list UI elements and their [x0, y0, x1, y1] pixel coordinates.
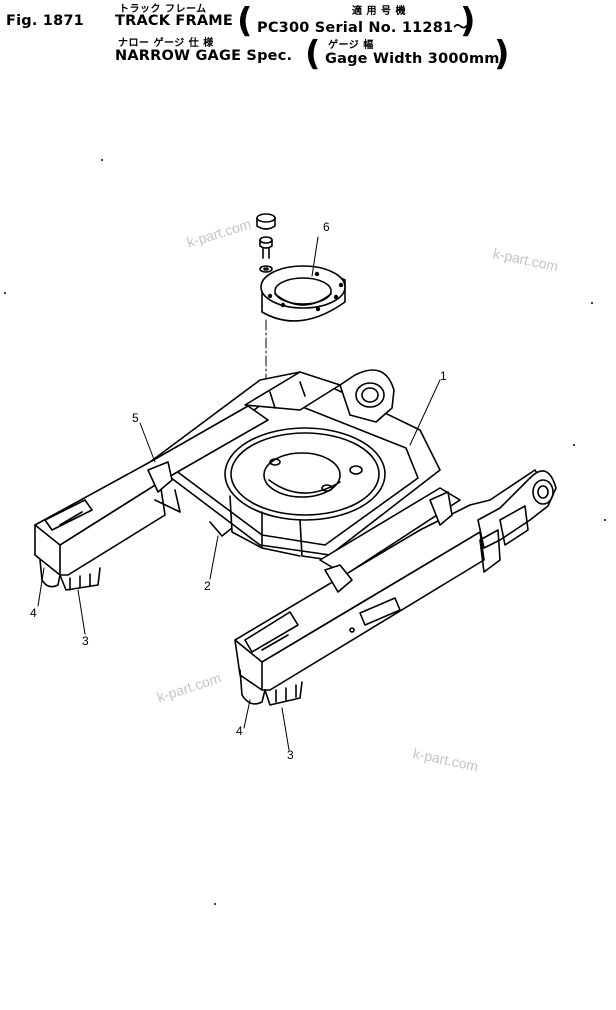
cross-member-rear [244, 369, 395, 423]
washer [259, 265, 273, 273]
close-paren: ) [460, 1, 476, 41]
callout-4-left: 4 [30, 606, 37, 620]
open-paren-2: ( [305, 34, 321, 74]
serial-label-japanese: 適 用 号 機 [352, 6, 406, 17]
callout-6: 6 [323, 220, 330, 234]
callout-4-right: 4 [236, 724, 243, 738]
close-paren-2: ) [494, 34, 510, 74]
left-track-frame [34, 405, 269, 591]
spec-title: NARROW GAGE Spec. [115, 48, 293, 64]
bolt [259, 236, 273, 259]
page-title: TRACK FRAME [115, 13, 234, 29]
callout-3-left: 3 [82, 634, 89, 648]
callout-5: 5 [132, 411, 139, 425]
leader-lines [37, 236, 441, 751]
scan-specks [4, 159, 606, 905]
callout-3-right: 3 [287, 748, 294, 762]
gage-label-japanese: ゲージ 幅 [328, 40, 374, 51]
cap-plug [256, 213, 276, 230]
gage-width: Gage Width 3000mm [325, 51, 500, 67]
figure-number: Fig. 1871 [6, 13, 84, 29]
open-paren: ( [237, 1, 253, 41]
cross-member-front [319, 487, 461, 593]
swing-circle-ring [260, 265, 346, 322]
title-japanese: トラック フレーム [119, 4, 207, 15]
serial-range: PC300 Serial No. 11281～ [257, 20, 468, 36]
spec-label-japanese: ナロー ゲージ 仕 様 [118, 38, 214, 49]
callout-1: 1 [440, 369, 447, 383]
callout-2: 2 [204, 579, 211, 593]
